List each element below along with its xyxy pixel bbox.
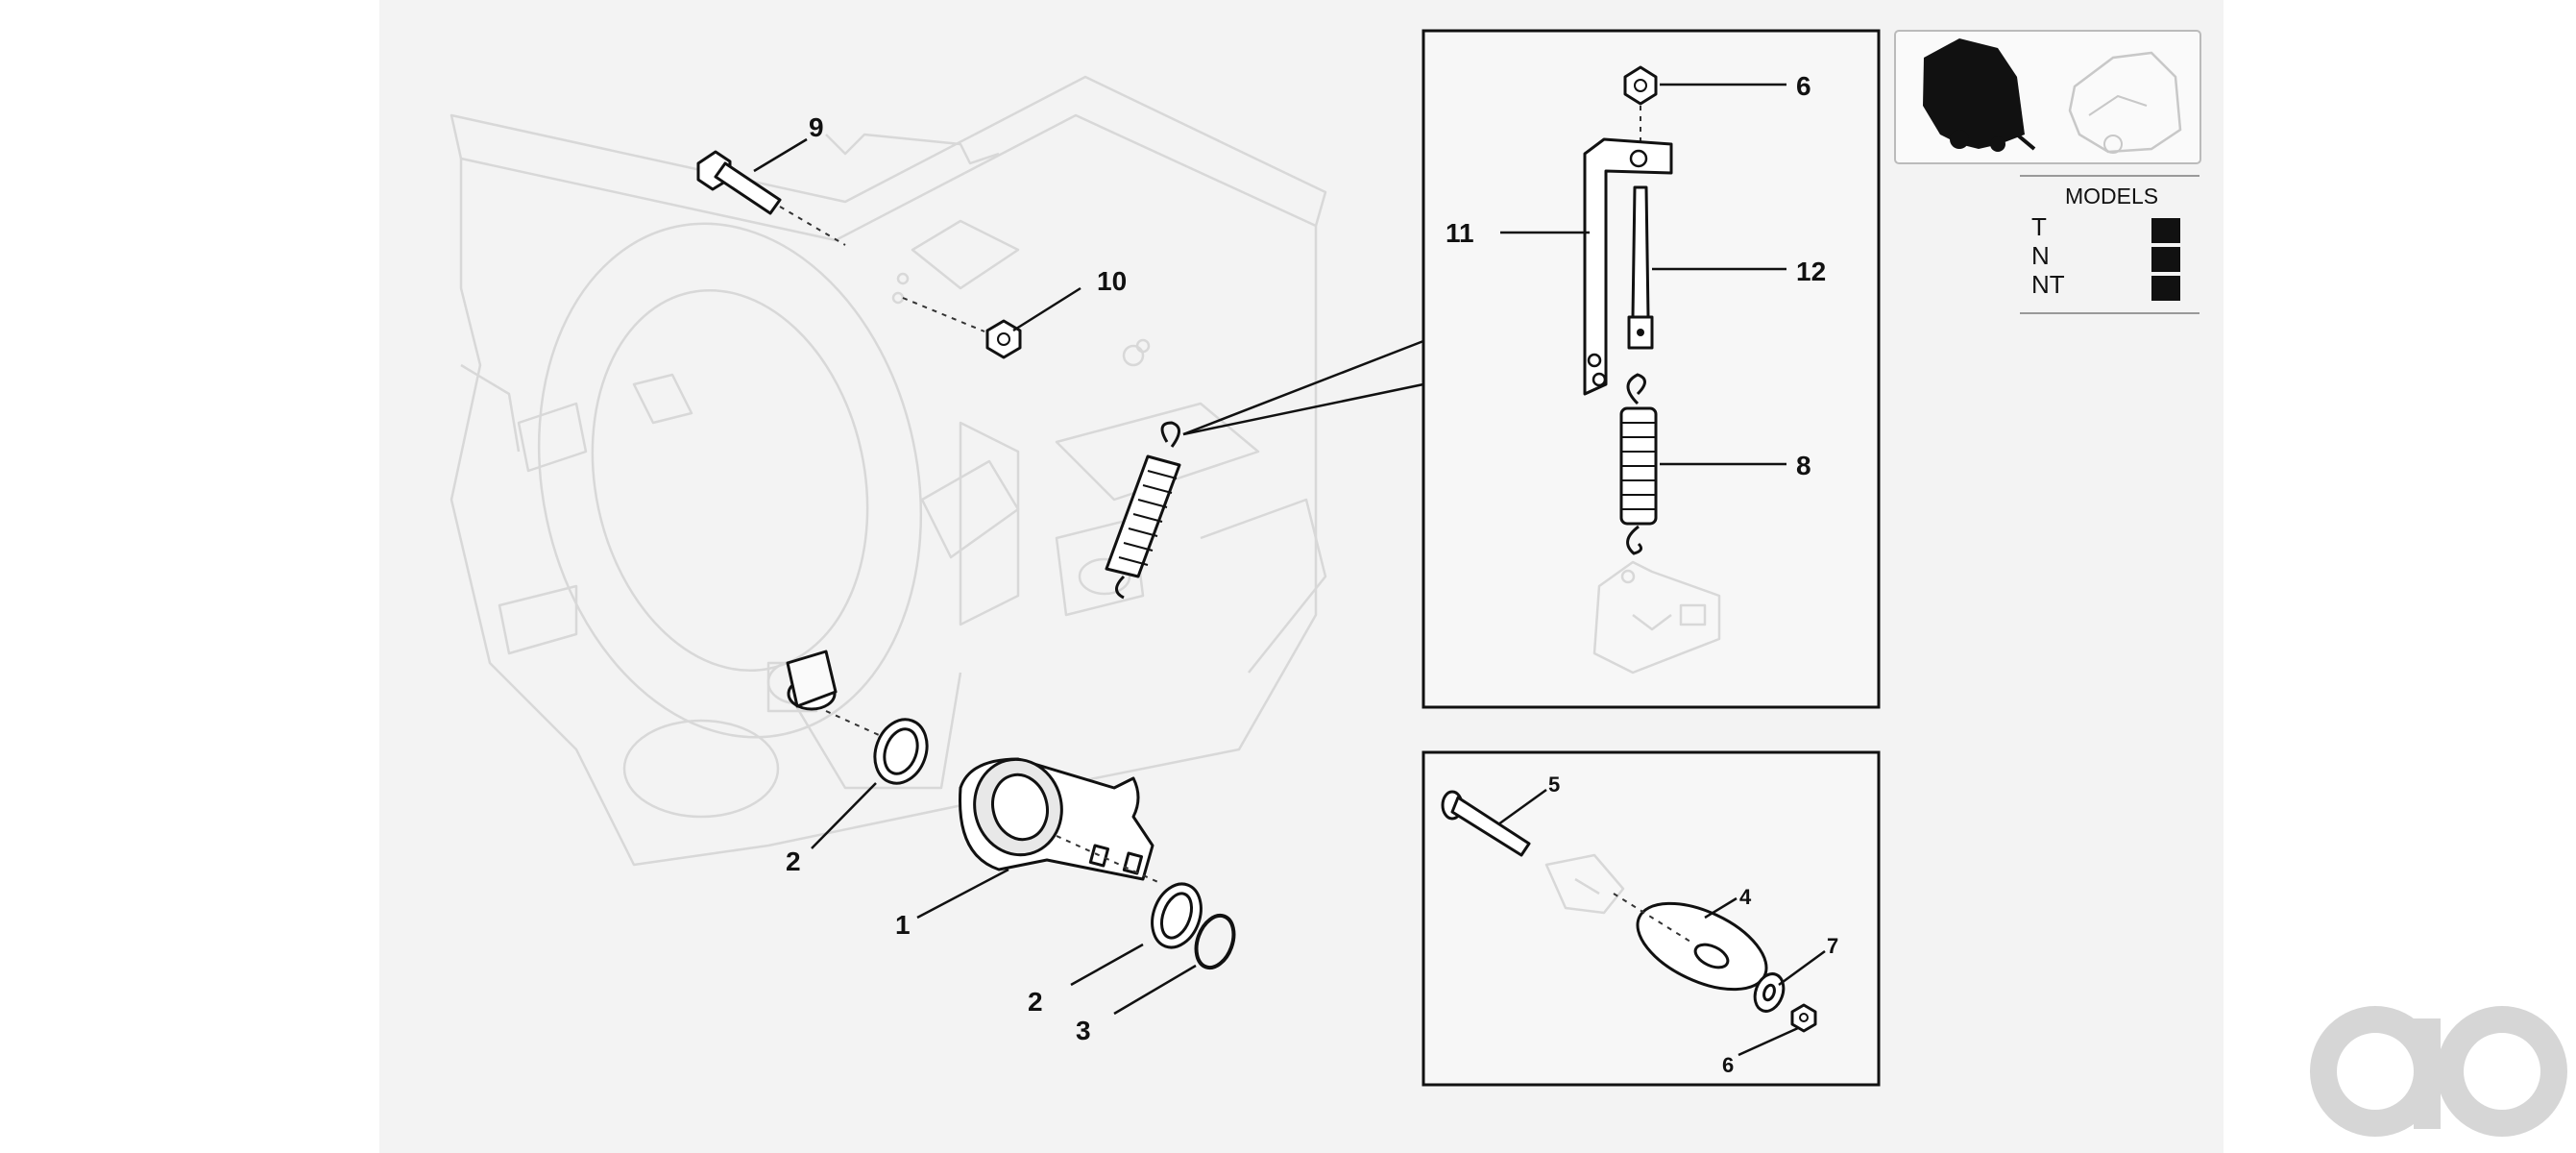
part-washer-2-lower bbox=[1151, 882, 1203, 949]
legend-row-nt: NT bbox=[2031, 270, 2065, 299]
part-pin-boss bbox=[786, 650, 838, 711]
ao-logo-icon bbox=[2310, 1006, 2567, 1137]
baler-solid-icon bbox=[1923, 38, 2036, 152]
part-nut-6-lower bbox=[1790, 1003, 1817, 1033]
callout-3: 3 bbox=[1076, 1016, 1091, 1045]
callout-10: 10 bbox=[1097, 266, 1127, 296]
legend-row-t: T bbox=[2031, 212, 2047, 241]
part-nut-6 bbox=[1623, 65, 1658, 106]
part-cam-4 bbox=[1613, 893, 1768, 992]
legend-marker-nt bbox=[2151, 276, 2180, 301]
part-spring-main bbox=[1105, 421, 1181, 600]
drawing-background bbox=[379, 0, 2224, 1153]
callout-6-lower: 6 bbox=[1722, 1053, 1734, 1077]
detail-box-upper: 6 11 12 8 bbox=[1422, 29, 1881, 709]
callout-12: 12 bbox=[1796, 257, 1826, 286]
callout-7: 7 bbox=[1827, 934, 1838, 958]
callout-11: 11 bbox=[1446, 218, 1474, 248]
part-nut-10 bbox=[902, 297, 1022, 359]
models-legend: MODELS T N NT bbox=[2020, 175, 2199, 314]
callout-8: 8 bbox=[1796, 451, 1811, 480]
legend-marker-n bbox=[2151, 247, 2180, 272]
callout-4: 4 bbox=[1739, 885, 1752, 909]
legend-row-n: N bbox=[2031, 241, 2050, 270]
part-washer-2-upper bbox=[825, 710, 929, 785]
part-bracket-11 bbox=[1583, 137, 1673, 396]
part-arm-1 bbox=[959, 757, 1163, 885]
part-spring-8 bbox=[1619, 373, 1658, 555]
part-bolt-5 bbox=[1441, 790, 1531, 857]
callout-6-upper: 6 bbox=[1796, 71, 1811, 101]
part-circlip-3 bbox=[1194, 913, 1236, 970]
main-callouts: 9 10 2 1 2 3 bbox=[753, 112, 1197, 1045]
legend-marker-t bbox=[2151, 218, 2180, 243]
detail-pointer bbox=[1182, 339, 1424, 436]
callout-1: 1 bbox=[895, 910, 911, 940]
detail-box-lower: 5 4 7 6 bbox=[1422, 750, 1881, 1087]
legend-title: MODELS bbox=[2065, 184, 2158, 209]
callout-2-lower: 2 bbox=[1028, 987, 1043, 1017]
callout-9: 9 bbox=[809, 112, 824, 142]
part-rod-12 bbox=[1631, 185, 1650, 319]
machine-frame-ghost bbox=[450, 75, 1327, 867]
callout-5: 5 bbox=[1548, 773, 1560, 797]
model-thumbnails bbox=[1894, 30, 2201, 164]
callout-2-upper: 2 bbox=[786, 846, 801, 876]
baler-outline-icon bbox=[2068, 51, 2182, 154]
part-bolt-9 bbox=[696, 150, 846, 246]
